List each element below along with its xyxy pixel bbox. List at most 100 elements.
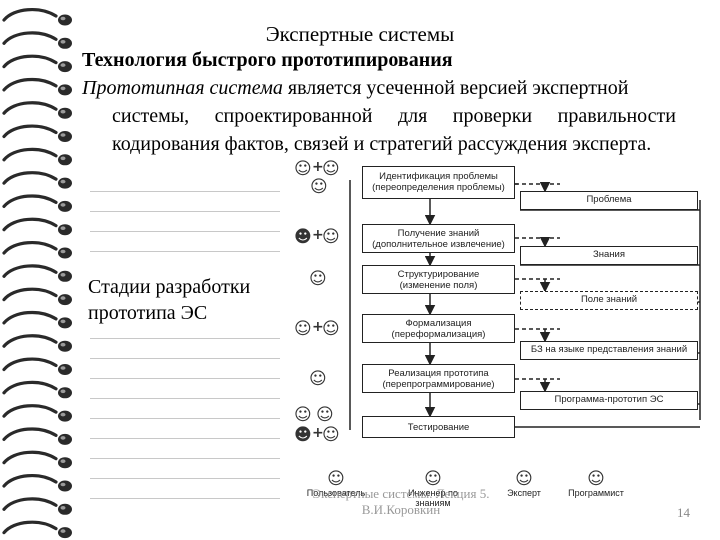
legend-label: Программист (568, 488, 624, 498)
stage-sub: (переопределения проблемы) (372, 182, 505, 193)
face-icon: ☺ (310, 177, 328, 197)
face-icon: ☺ (294, 159, 312, 179)
notebook-ring-icon (2, 171, 72, 189)
paragraph-italic-term: Прототипная система (82, 77, 283, 99)
stage-sub: (перепрограммирование) (382, 379, 495, 390)
notebook-ring-icon (2, 380, 72, 399)
face-icon: ☺ (322, 425, 340, 445)
stage-name: Формализация (405, 318, 472, 329)
legend-label: Инженер по знаниям (408, 488, 458, 508)
ruled-line (90, 378, 280, 379)
plus-icon: + (312, 425, 324, 441)
ruled-line (90, 231, 280, 232)
notebook-ring-icon (2, 404, 72, 422)
notebook-ring-icon (2, 450, 72, 469)
stage-box: Получение знаний (дополнительное извлече… (362, 224, 515, 253)
stage-name: Реализация прототипа (388, 368, 489, 379)
ruled-line (90, 458, 280, 459)
ruled-line (90, 418, 280, 419)
face-icon: ☺ (322, 227, 340, 247)
legend-knowledge-engineer: ☺ Инженер по знаниям (398, 470, 468, 508)
ruled-line (90, 251, 280, 252)
definition-paragraph: Прототипная система является усеченной в… (82, 74, 676, 158)
notebook-ring-icon (2, 474, 72, 492)
ruled-line (90, 398, 280, 399)
page-number: 14 (677, 505, 690, 520)
stage-name: Структурирование (397, 269, 480, 280)
notebook-ring-icon (2, 357, 72, 375)
notebook-ring-icon (2, 101, 72, 119)
face-icon: ☺ (587, 469, 605, 489)
ruled-line (90, 478, 280, 479)
ruled-line (90, 358, 280, 359)
ruled-line (90, 211, 280, 212)
notebook-binding (2, 8, 72, 539)
output-box: Программа-прототип ЭС (520, 391, 698, 410)
slide-subtitle: Технология быстрого прототипирования (82, 49, 453, 71)
notebook-ring-icon (2, 264, 72, 282)
face-icon: ☺ (316, 405, 334, 425)
notebook-ring-icon (2, 78, 72, 96)
face-icon: ☺ (309, 269, 327, 289)
notebook-ring-icon (2, 427, 72, 445)
stage-box: Реализация прототипа (перепрограммирован… (362, 364, 515, 393)
face-icon: ☻ (294, 227, 312, 247)
stage-sub: (изменение поля) (399, 280, 478, 291)
notebook-ring-icon (2, 217, 72, 236)
stage-name: Тестирование (407, 422, 470, 433)
notebook-ring-icon (2, 497, 72, 515)
output-box: Проблема (520, 191, 698, 210)
stage-box: Идентификация проблемы (переопределения … (362, 166, 515, 199)
stage-box: Тестирование (362, 416, 515, 438)
face-icon: ☻ (294, 425, 312, 445)
slide-title: Экспертные системы (265, 22, 455, 46)
notebook-ring-icon (2, 54, 72, 73)
legend-label: Пользователь (306, 488, 366, 498)
output-box: Поле знаний (520, 291, 698, 310)
ruled-line (90, 191, 280, 192)
legend-user: ☺ Пользователь (296, 470, 376, 498)
legend-label: Эксперт (507, 488, 541, 498)
notebook-ring-icon (2, 194, 72, 212)
output-box: БЗ на языке представления знаний (520, 341, 698, 360)
plus-icon: + (312, 227, 324, 243)
ruled-line (90, 438, 280, 439)
plus-icon: + (312, 159, 324, 175)
notebook-ring-icon (2, 287, 72, 306)
footer-text: Экспертные системы. Лекция 5. В.И.Коровк… (312, 486, 490, 517)
notebook-ring-icon (2, 334, 72, 352)
face-icon: ☺ (294, 319, 312, 339)
notebook-ring-icon (2, 311, 72, 329)
stage-name: Получение знаний (397, 228, 480, 239)
face-icon: ☺ (309, 369, 327, 389)
paragraph-first-rest: является усеченной версией экспертной (282, 77, 629, 99)
face-icon: ☺ (322, 319, 340, 339)
ruled-line (90, 338, 280, 339)
ruled-line (90, 498, 280, 499)
face-icon: ☺ (515, 469, 533, 489)
stage-sub: (дополнительное извлечение) (372, 239, 505, 250)
stages-label-line-1: Стадии разработки (88, 276, 251, 298)
face-icon: ☺ (322, 159, 340, 179)
notebook-ring-icon (2, 241, 72, 259)
stage-name: Идентификация проблемы (379, 171, 498, 182)
notebook-ring-icon (2, 31, 72, 49)
output-box: Знания (520, 246, 698, 265)
stages-label: Стадии разработки прототипа ЭС (88, 274, 288, 326)
paragraph-first-line: Прототипная система является усеченной в… (82, 74, 676, 102)
stage-box: Структурирование (изменение поля) (362, 265, 515, 294)
stage-sub: (переформализация) (391, 329, 486, 340)
paragraph-rest: системы, спроектированной для проверки п… (112, 105, 676, 155)
notebook-ring-icon (2, 147, 72, 166)
legend-programmer: ☺ Программист (556, 470, 636, 498)
face-icon: ☺ (327, 469, 345, 489)
plus-icon: + (312, 319, 324, 335)
stage-box: Формализация (переформализация) (362, 314, 515, 343)
notebook-ring-icon (2, 124, 72, 142)
legend-expert: ☺ Эксперт (494, 470, 554, 498)
face-icon: ☺ (424, 469, 442, 489)
notebook-ring-icon (2, 520, 72, 539)
stages-label-line-2: прототипа ЭС (88, 302, 208, 324)
face-icon: ☺ (294, 405, 312, 425)
notebook-ring-icon (2, 8, 72, 26)
